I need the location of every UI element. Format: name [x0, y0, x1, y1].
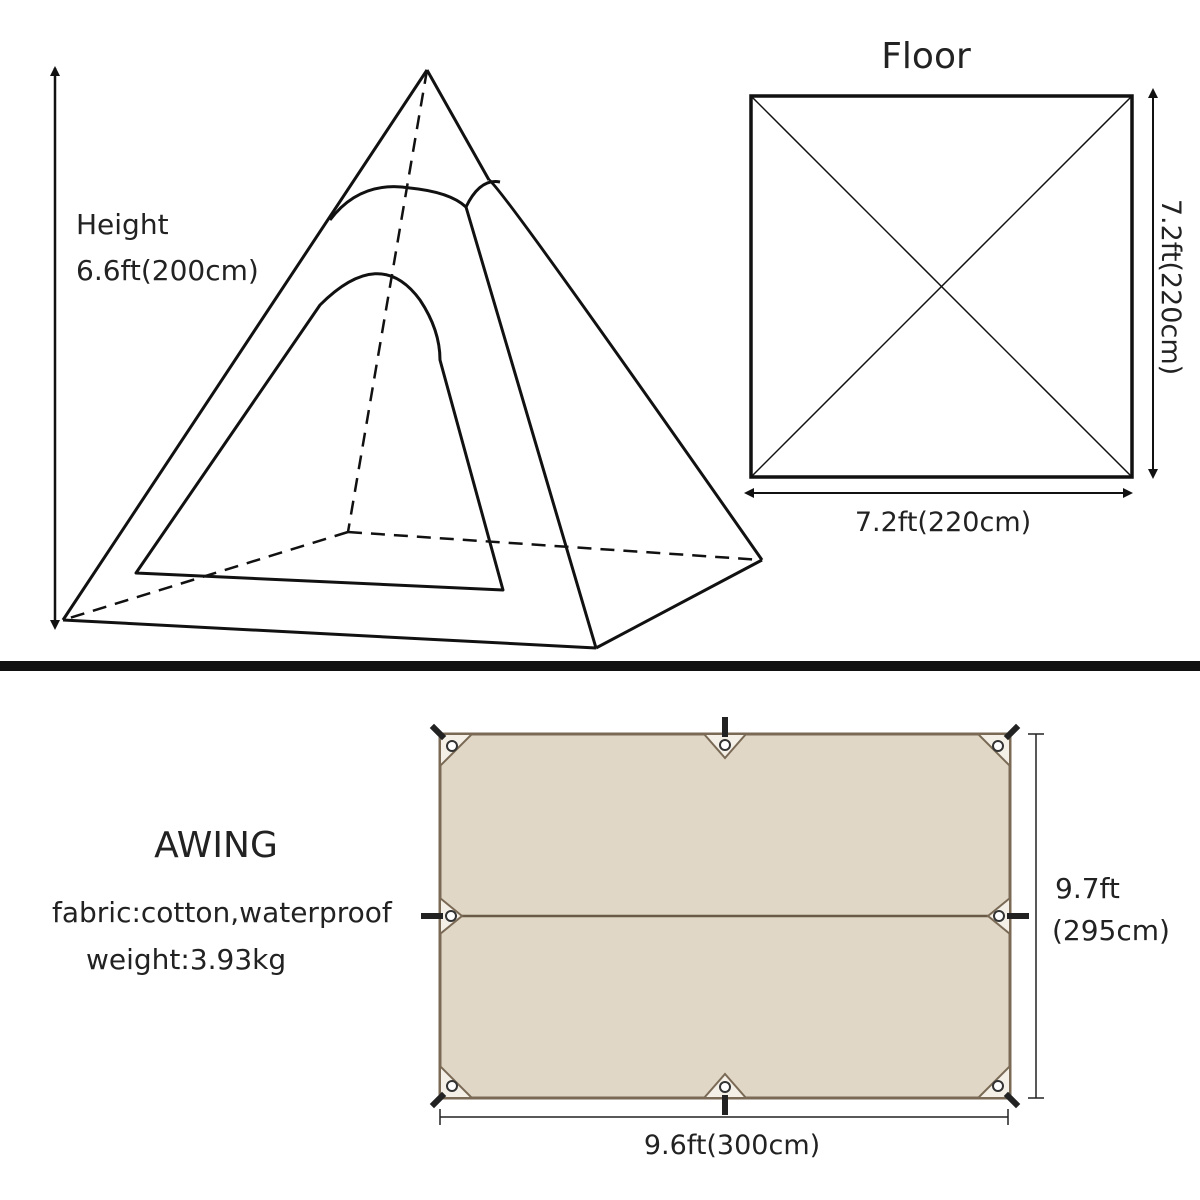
tent-front-left-edge — [61, 69, 429, 621]
height-title: Height — [76, 208, 169, 241]
tent-seam-curve — [328, 185, 468, 221]
tent-seam-side-curve — [464, 180, 501, 208]
awning-width-label: 9.6ft(300cm) — [644, 1130, 820, 1161]
tarp-grommets — [445, 739, 1005, 1093]
awning-width-dimension — [439, 1109, 1009, 1125]
tent-hidden-edges — [62, 69, 763, 622]
awning-tarp — [421, 717, 1029, 1115]
awning-weight-spec: weight:3.93kg — [86, 943, 286, 976]
floor-plan — [749, 94, 1134, 479]
awning-length-label: 9.7ft — [1055, 872, 1120, 905]
section-divider — [0, 661, 1200, 671]
awning-title: AWING — [154, 825, 278, 866]
floor-depth-label: 7.2ft(220cm) — [1155, 199, 1186, 375]
tent-base-front — [62, 618, 597, 650]
floor-width-label: 7.2ft(220cm) — [855, 507, 1031, 538]
floor-title: Floor — [881, 36, 971, 77]
tent-front-right-edge — [425, 69, 491, 181]
awning-length-dimension — [1028, 733, 1044, 1099]
tent-door-outline — [134, 272, 505, 592]
tent-drawing — [61, 69, 764, 650]
tent-right-edge — [488, 178, 764, 561]
awning-length-metric-label: (295cm) — [1052, 914, 1170, 947]
height-value: 6.6ft(200cm) — [76, 254, 259, 287]
tent-base-right — [595, 558, 763, 650]
awning-fabric-spec: fabric:cotton,waterproof — [52, 896, 393, 929]
tent-front-seam — [464, 206, 598, 649]
tarp-tie-outs — [421, 717, 1029, 1115]
